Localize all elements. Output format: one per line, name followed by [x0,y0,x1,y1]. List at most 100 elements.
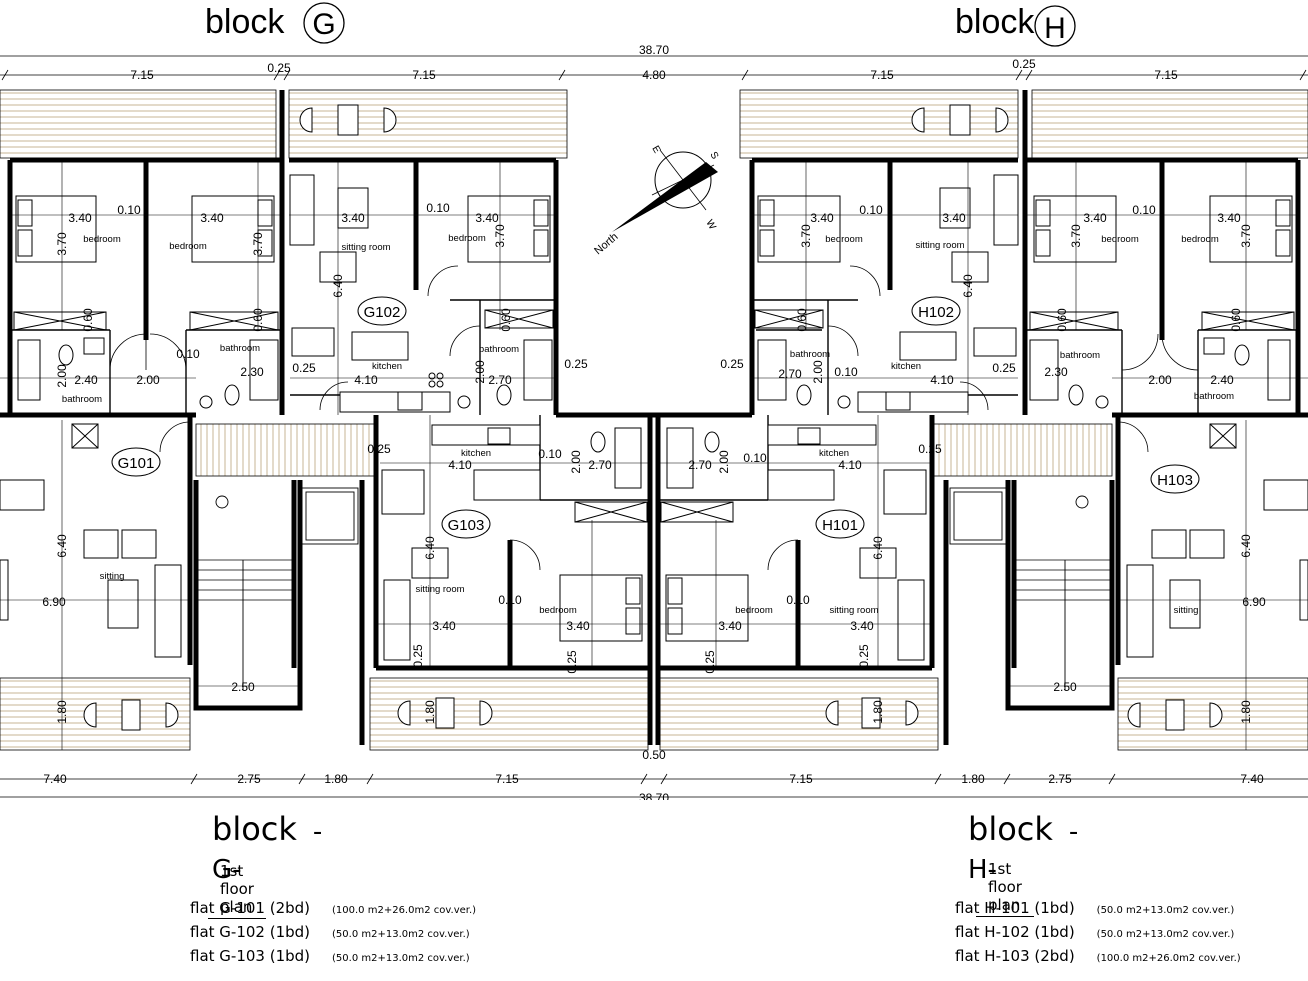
svg-text:2.70: 2.70 [488,373,512,387]
svg-text:sitting room: sitting room [415,584,464,595]
svg-text:2.30: 2.30 [240,365,264,379]
svg-text:7.15: 7.15 [412,68,436,82]
svg-text:3.40: 3.40 [810,211,834,225]
svg-text:1.80: 1.80 [55,700,69,724]
svg-text:6.40: 6.40 [331,274,345,298]
flat-g102: G102 [364,304,401,321]
top-dimension-lines [0,55,1308,81]
svg-text:6.90: 6.90 [42,595,66,609]
flat-h101: H101 [822,517,858,534]
svg-text:3.40: 3.40 [475,211,499,225]
svg-text:bedroom: bedroom [825,234,863,245]
svg-text:3.40: 3.40 [68,211,92,225]
svg-text:4.10: 4.10 [448,458,472,472]
walls [0,90,1308,745]
svg-text:2.40: 2.40 [1210,373,1234,387]
svg-text:sitting room: sitting room [915,240,964,251]
flat-g103: G103 [448,517,485,534]
svg-text:7.15: 7.15 [130,68,154,82]
bottom-dimension-lines [0,773,1308,798]
svg-text:0.50: 0.50 [642,748,666,762]
svg-text:3.70: 3.70 [1069,224,1083,248]
legend-g-row: flat G-101 (2bd)(100.0 m2+26.0m2 cov.ver… [190,899,477,917]
svg-text:2.00: 2.00 [55,364,69,388]
svg-text:2.00: 2.00 [717,450,731,474]
svg-text:0.10: 0.10 [859,203,883,217]
sofas [0,174,1308,661]
svg-text:3.40: 3.40 [1217,211,1241,225]
svg-text:6.40: 6.40 [55,534,69,558]
svg-text:bathroom: bathroom [1060,350,1100,361]
svg-text:bedroom: bedroom [735,605,773,616]
wardrobes [13,309,1295,523]
svg-text:0.25: 0.25 [918,442,942,456]
svg-text:0.60: 0.60 [1229,308,1243,332]
svg-text:2.00: 2.00 [473,360,487,384]
svg-text:7.40: 7.40 [1240,772,1264,786]
interior-dimension-lines [0,160,1308,750]
svg-text:2.75: 2.75 [237,772,261,786]
svg-text:bedroom: bedroom [1101,234,1139,245]
svg-text:6.90: 6.90 [1242,595,1266,609]
svg-text:sitting: sitting [1174,605,1199,616]
svg-text:2.75: 2.75 [1048,772,1072,786]
svg-text:0.10: 0.10 [538,447,562,461]
svg-text:2.00: 2.00 [569,450,583,474]
svg-text:0.25: 0.25 [992,361,1016,375]
svg-text:0.60: 0.60 [81,308,95,332]
svg-text:0.25: 0.25 [703,650,717,674]
legend-g-subtitle: 1st floor plan [208,862,266,919]
svg-text:2.50: 2.50 [1053,680,1077,694]
svg-text:6.40: 6.40 [871,536,885,560]
bottom-dimension-labels: 7.40 2.75 1.80 7.15 0.50 7.15 1.80 2.75 … [43,748,1264,800]
svg-text:0.25: 0.25 [564,357,588,371]
svg-text:bathroom: bathroom [62,394,102,405]
svg-text:0.25: 0.25 [857,644,871,668]
svg-text:7.15: 7.15 [1154,68,1178,82]
legend-g-title: block-G- [212,810,323,885]
svg-text:3.40: 3.40 [718,619,742,633]
svg-text:0.25: 0.25 [1012,57,1036,71]
svg-text:7.15: 7.15 [495,772,519,786]
svg-text:3.70: 3.70 [493,224,507,248]
svg-text:G: G [312,8,335,41]
legend-g-row: flat G-102 (1bd)(50.0 m2+13.0m2 cov.ver.… [190,923,470,941]
svg-text:bedroom: bedroom [1181,234,1219,245]
svg-text:0.25: 0.25 [367,442,391,456]
svg-text:block: block [955,3,1035,41]
floor-plan: block G block H 38.70 7.15 0.25 7.15 4.8… [0,2,1308,800]
dim-top-total: 38.70 [639,43,669,57]
svg-text:kitchen: kitchen [891,361,921,372]
svg-text:6.40: 6.40 [423,536,437,560]
legend-h-subtitle: 1st floor plan [976,860,1034,917]
svg-text:0.10: 0.10 [1132,203,1156,217]
svg-text:3.70: 3.70 [1239,224,1253,248]
svg-text:2.70: 2.70 [688,458,712,472]
svg-text:1.80: 1.80 [1239,700,1253,724]
interior-dimension-labels: 3.40 0.10 3.40 3.40 0.10 3.40 3.40 0.10 … [42,201,1266,724]
svg-text:4.10: 4.10 [838,458,862,472]
svg-text:3.40: 3.40 [1083,211,1107,225]
room-labels: bedroom bedroom sitting room bedroom bat… [62,233,1234,616]
legend-h-row: flat H-101 (1bd)(50.0 m2+13.0m2 cov.ver.… [955,899,1235,917]
svg-text:kitchen: kitchen [461,448,491,459]
compass-icon: North E S W [592,144,720,257]
svg-text:3.70: 3.70 [55,232,69,256]
svg-text:0.60: 0.60 [499,308,513,332]
top-dimension-labels: 38.70 7.15 0.25 7.15 4.80 7.15 0.25 7.15 [130,43,1178,82]
svg-text:0.10: 0.10 [117,203,141,217]
svg-text:bathroom: bathroom [1194,391,1234,402]
svg-text:0.10: 0.10 [743,451,767,465]
balcony-furniture [83,104,1223,731]
svg-text:sitting room: sitting room [829,605,878,616]
wheelchair-icon [215,495,229,509]
svg-text:2.30: 2.30 [1044,365,1068,379]
block-g-header: block G [205,2,345,44]
svg-text:0.25: 0.25 [411,644,425,668]
legend-h-row: flat H-102 (1bd)(50.0 m2+13.0m2 cov.ver.… [955,923,1235,941]
svg-text:kitchen: kitchen [819,448,849,459]
svg-text:S: S [707,150,720,162]
svg-text:block: block [205,3,285,41]
svg-text:3.70: 3.70 [799,224,813,248]
svg-text:bathroom: bathroom [790,349,830,360]
